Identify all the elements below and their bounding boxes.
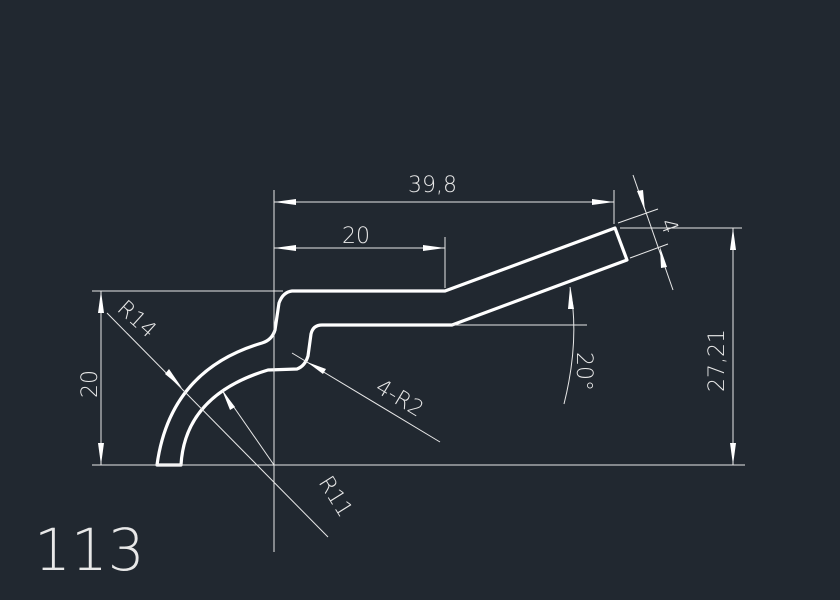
- flat-width-label: 20: [342, 224, 370, 249]
- dimension-thickness: 4: [632, 174, 683, 291]
- fillet-radius-label: 4-R2: [371, 375, 428, 423]
- dimension-left-height: 20: [78, 291, 104, 465]
- profile-outline: [155, 226, 629, 467]
- dimension-overall-width: 39,8: [274, 173, 614, 205]
- total-height-label: 27,21: [705, 329, 730, 392]
- overall-width-label: 39,8: [408, 173, 457, 198]
- extension-lines: [92, 190, 745, 552]
- angle-label: 20°: [571, 352, 596, 391]
- part-number: 113: [34, 516, 145, 584]
- inner-radius-label: R11: [313, 472, 357, 522]
- outer-radius-label: R14: [112, 296, 161, 344]
- dimension-total-height: 27,21: [705, 228, 736, 465]
- thickness-label: 4: [654, 216, 682, 238]
- dimension-flat-width: 20: [274, 224, 445, 251]
- dimension-fillet: 4-R2: [291, 352, 441, 443]
- dimension-radii: R14 R11: [106, 296, 357, 538]
- dimension-angle: 20°: [563, 286, 596, 405]
- left-height-label: 20: [78, 370, 103, 398]
